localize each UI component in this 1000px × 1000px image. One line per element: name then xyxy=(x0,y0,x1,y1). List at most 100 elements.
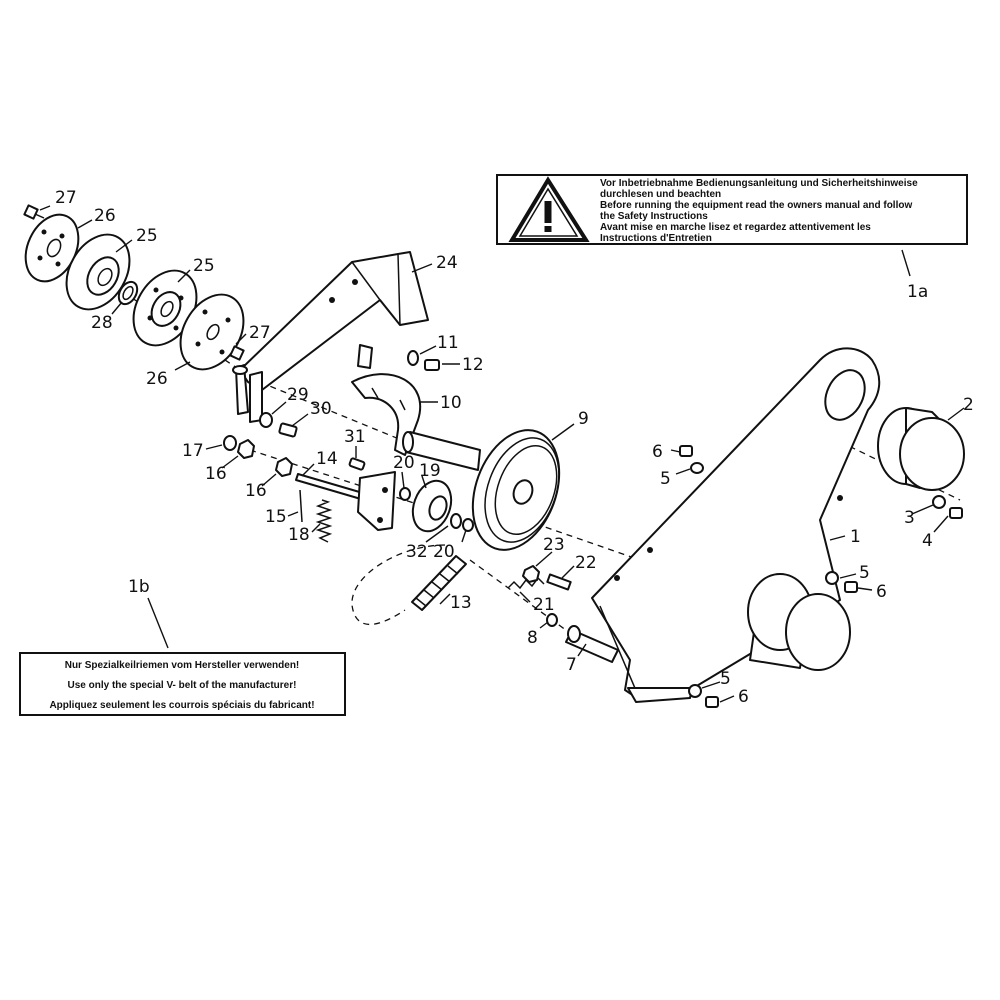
callout-20: 20 xyxy=(433,542,455,562)
callout-16: 16 xyxy=(245,481,267,501)
part-6-screw-top xyxy=(679,445,693,457)
part-11-washer xyxy=(407,350,419,366)
part-5-washer-top xyxy=(690,462,704,474)
tensioner-bracket xyxy=(357,471,396,531)
part-25-hub-flange-second xyxy=(132,269,198,347)
callout-25: 25 xyxy=(193,256,215,276)
warning-triangle-icon xyxy=(508,176,590,242)
callout-6: 6 xyxy=(876,582,887,602)
part-10-belt-guard xyxy=(351,373,421,456)
part-5-washer-mid xyxy=(825,571,839,585)
callout-17: 17 xyxy=(182,441,204,461)
callout-1: 1 xyxy=(850,527,861,547)
callout-19: 19 xyxy=(419,461,441,481)
callout-26: 26 xyxy=(146,369,168,389)
part-18-spring xyxy=(315,499,333,543)
leader-1a xyxy=(901,249,911,277)
callout-20: 20 xyxy=(393,453,415,473)
part-29-washer xyxy=(259,412,273,428)
part-26-flange-disc xyxy=(24,213,80,283)
belt-line-3: Appliquez seulement les courrois spéciai… xyxy=(49,700,314,711)
belt-label-1b: Nur Spezialkeilriemen vom Hersteller ver… xyxy=(19,577,346,716)
callout-5: 5 xyxy=(720,669,731,689)
callout-27: 27 xyxy=(55,188,77,208)
callout-10: 10 xyxy=(440,393,462,413)
part-32-washer xyxy=(450,513,462,529)
part-28-ring xyxy=(117,280,139,306)
callout-28: 28 xyxy=(91,313,113,333)
part-6-screw-low xyxy=(705,696,719,708)
part-30-screw xyxy=(278,422,298,438)
callout-18: 18 xyxy=(288,525,310,545)
part-27-bolt-second xyxy=(229,345,245,361)
part-4-screw xyxy=(949,507,963,519)
callout-5: 5 xyxy=(859,563,870,583)
callout-6: 6 xyxy=(738,687,749,707)
warning-line-6: Instructions d'Entretien xyxy=(600,233,712,244)
part-9-v-pulley xyxy=(471,429,561,551)
callout-22: 22 xyxy=(575,553,597,573)
callout-26: 26 xyxy=(94,206,116,226)
part-19-idler-pulley xyxy=(411,479,453,533)
warning-line-1: Vor Inbetriebnahme Bedienungsanleitung u… xyxy=(600,178,918,189)
warning-line-5: Avant mise en marche lisez et regardez a… xyxy=(600,222,871,233)
part-7-pin xyxy=(565,625,619,663)
part-lower-drum xyxy=(747,573,851,671)
part-17-washer xyxy=(223,435,237,451)
callout-21: 21 xyxy=(533,595,555,615)
callout-1b: 1b xyxy=(128,577,150,597)
callout-15: 15 xyxy=(265,507,287,527)
part-15-screw xyxy=(299,489,303,523)
part-8-washer xyxy=(546,613,558,627)
callout-5: 5 xyxy=(660,469,671,489)
warning-line-2: durchlesen und beachten xyxy=(600,189,721,200)
part-13-spring xyxy=(411,555,467,611)
part-24-bracket-arm xyxy=(232,251,429,423)
callout-29: 29 xyxy=(287,385,309,405)
part-5-washer-low xyxy=(688,684,702,698)
part-31-screw xyxy=(348,457,366,471)
part-bolt-pin xyxy=(357,344,373,369)
callout-numbers: 27 26 25 25 28 27 26 24 11 12 10 29 30 3… xyxy=(55,188,974,707)
callout-2: 2 xyxy=(963,395,974,415)
part-12-screw xyxy=(424,359,440,371)
callout-7: 7 xyxy=(566,655,577,675)
callout-31: 31 xyxy=(344,427,366,447)
leader-1b xyxy=(147,597,169,649)
callout-14: 14 xyxy=(316,449,338,469)
pulley-shaft xyxy=(402,431,481,471)
callout-9: 9 xyxy=(578,409,589,429)
part-26-flange-disc-second xyxy=(179,293,245,371)
callout-30: 30 xyxy=(310,399,332,419)
part-27-bolt xyxy=(23,204,45,220)
callout-11: 11 xyxy=(437,333,459,353)
callout-6: 6 xyxy=(652,442,663,462)
callout-1a: 1a xyxy=(907,282,928,302)
callout-16: 16 xyxy=(205,464,227,484)
callout-3: 3 xyxy=(904,508,915,528)
leader-lines xyxy=(39,205,965,703)
warning-line-4: the Safety Instructions xyxy=(600,211,708,222)
part-3-washer xyxy=(932,495,946,509)
callout-25: 25 xyxy=(136,226,158,246)
callout-12: 12 xyxy=(462,355,484,375)
warning-line-3: Before running the equipment read the ow… xyxy=(600,200,912,211)
callout-8: 8 xyxy=(527,628,538,648)
callout-23: 23 xyxy=(543,535,565,555)
part-23-nut xyxy=(522,565,540,583)
part-20-washer xyxy=(399,487,411,501)
part-20-washer-second xyxy=(462,518,474,532)
belt-line-2: Use only the special V- belt of the manu… xyxy=(68,680,297,691)
part-16-nut-second xyxy=(275,457,293,477)
callout-27: 27 xyxy=(249,323,271,343)
callout-13: 13 xyxy=(450,593,472,613)
belt-label-frame xyxy=(19,652,346,716)
belt-line-1: Nur Spezialkeilriemen vom Hersteller ver… xyxy=(65,660,300,671)
part-6-screw-mid xyxy=(844,581,858,593)
part-2-cap xyxy=(877,407,965,491)
callout-4: 4 xyxy=(922,531,933,551)
warning-label-1a: Vor Inbetriebnahme Bedienungsanleitung u… xyxy=(496,174,968,302)
callout-24: 24 xyxy=(436,253,458,273)
